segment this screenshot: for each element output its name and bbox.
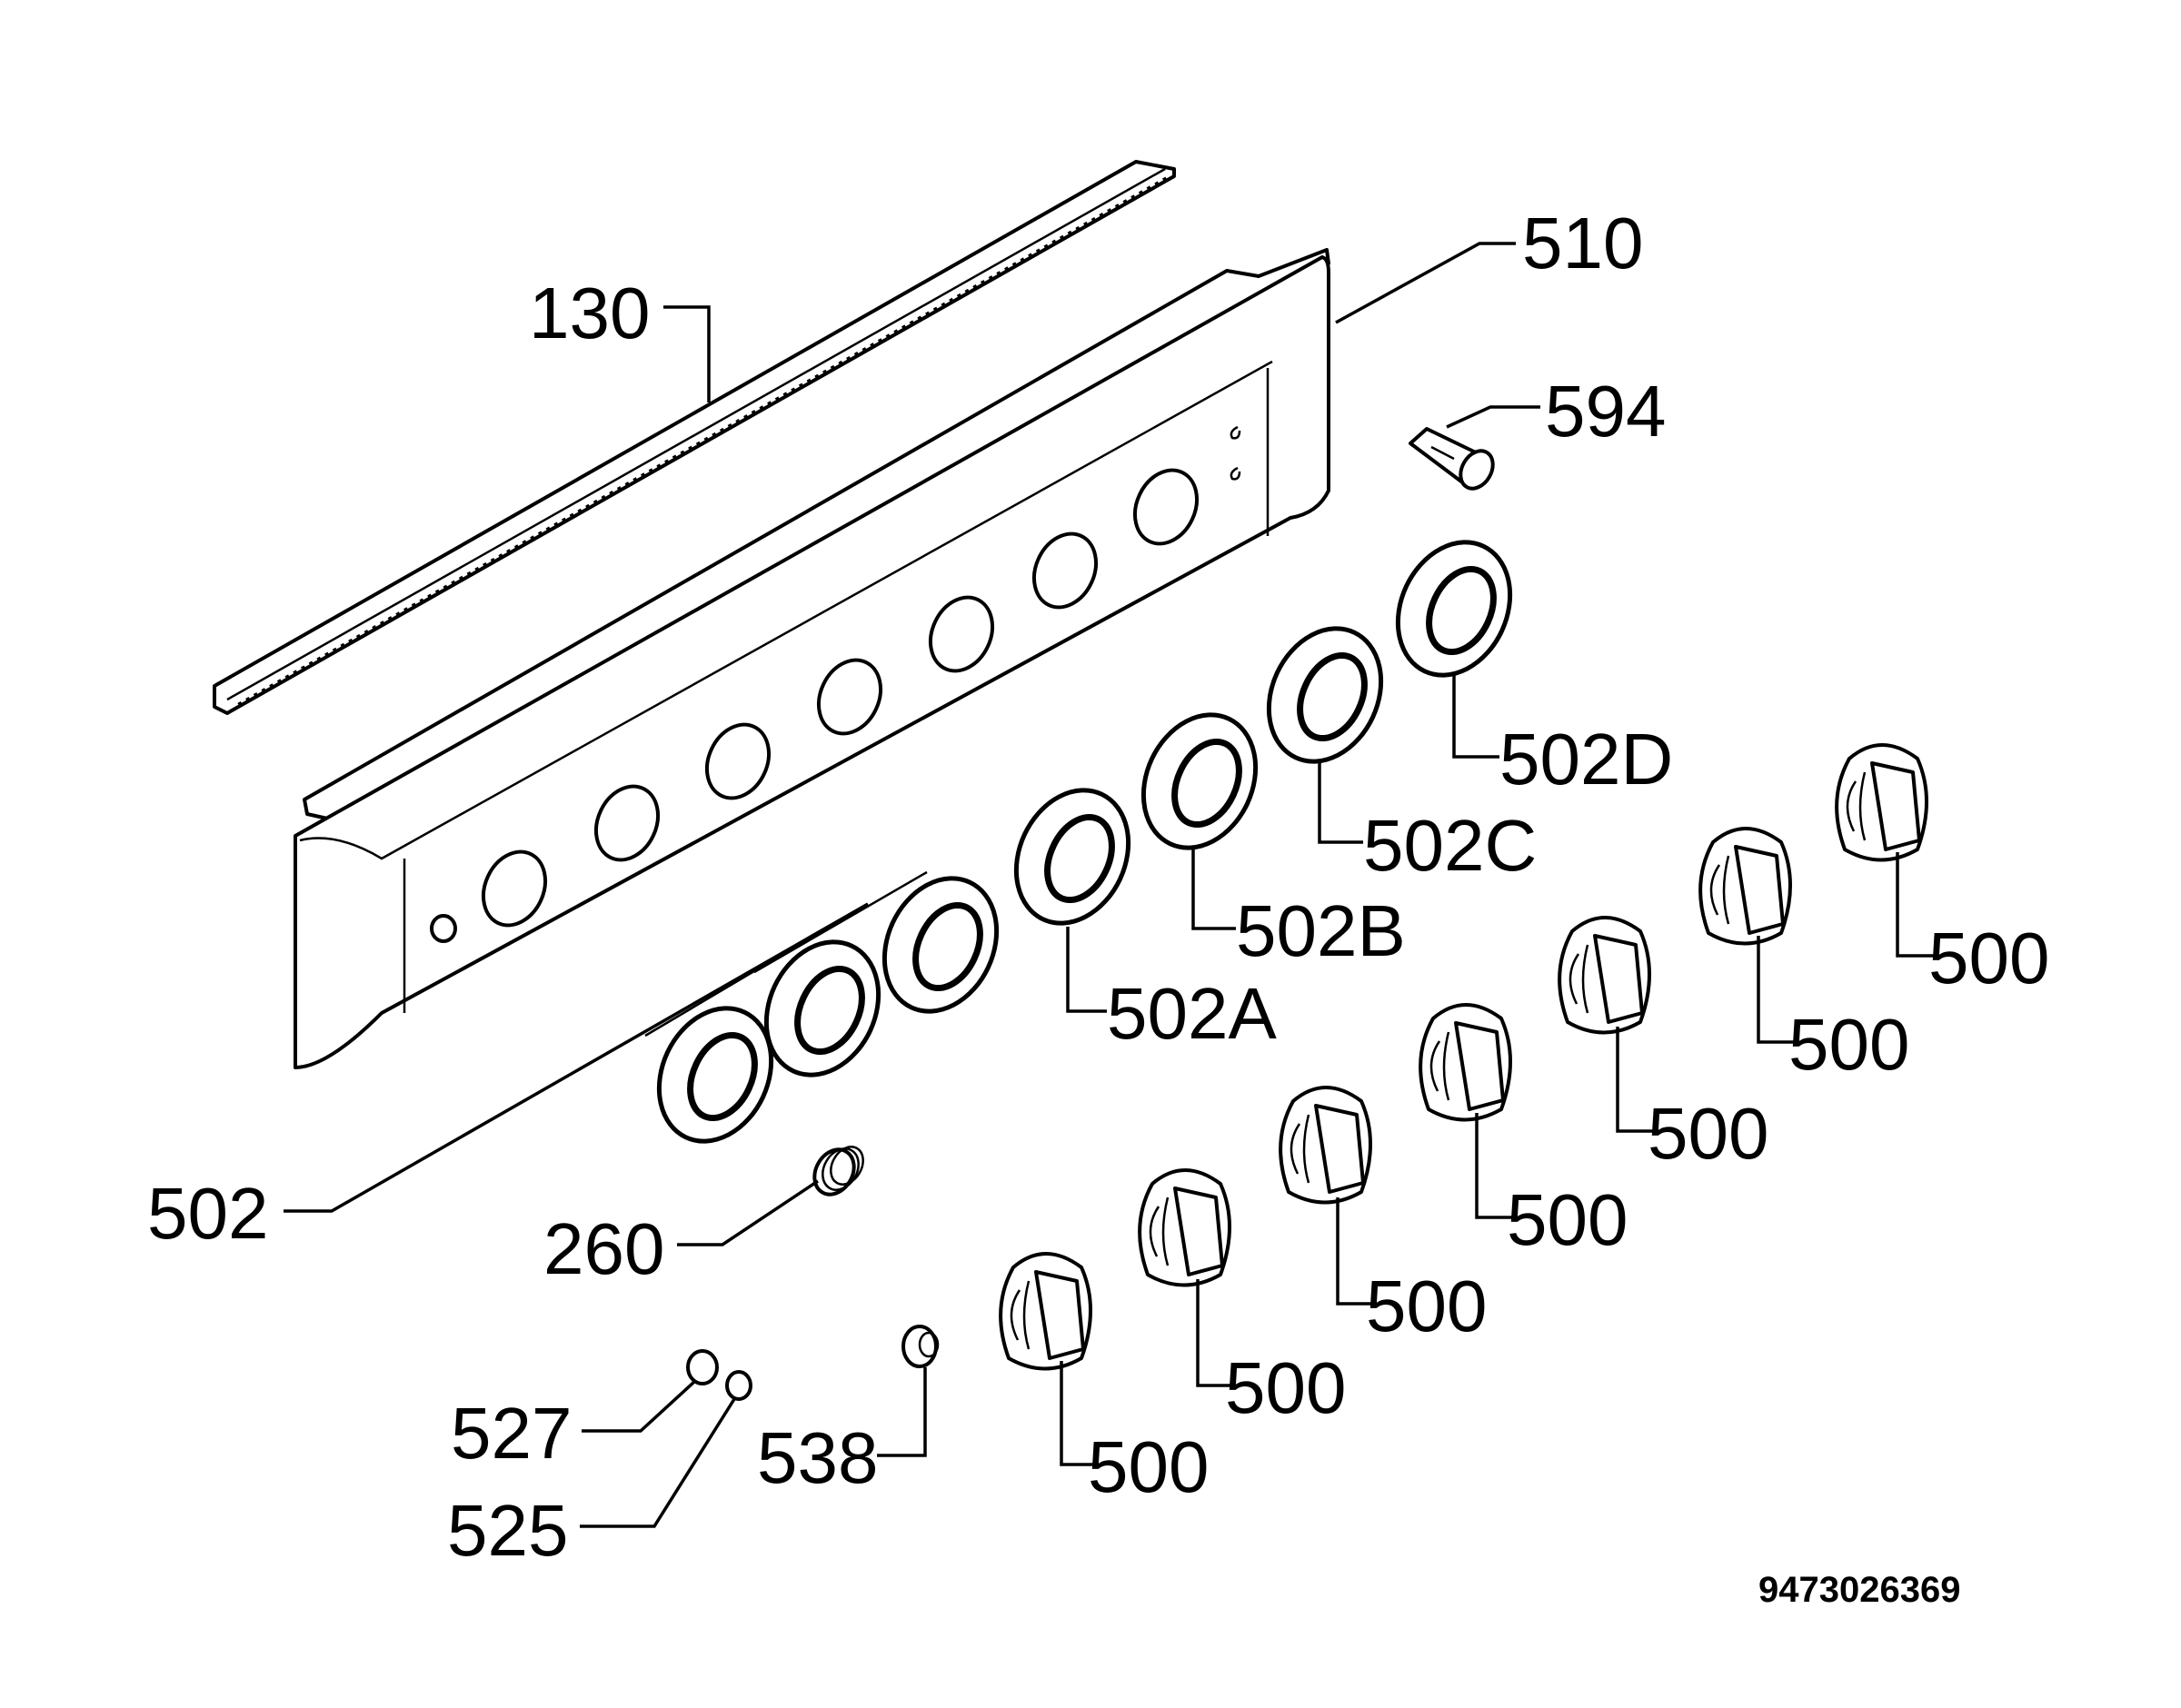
label-502: 502 xyxy=(147,1173,268,1254)
part-525-cap xyxy=(725,1370,752,1401)
label-502c: 502C xyxy=(1363,805,1537,886)
label-510: 510 xyxy=(1522,203,1643,283)
part-260-spring xyxy=(812,1146,864,1197)
label-500: 500 xyxy=(1648,1093,1768,1174)
label-538: 538 xyxy=(757,1417,878,1498)
bezel-ring-502a xyxy=(1013,788,1131,926)
label-500: 500 xyxy=(1788,1004,1909,1085)
bezel-ring-502c xyxy=(1266,626,1384,764)
label-260: 260 xyxy=(543,1208,664,1289)
label-525: 525 xyxy=(447,1490,568,1571)
drawing-number: 9473026369 xyxy=(1758,1570,1960,1610)
part-130-seal-strip xyxy=(213,160,1176,715)
label-500: 500 xyxy=(1366,1266,1487,1346)
bezel-ring xyxy=(656,1006,774,1144)
part-538-bushing xyxy=(901,1325,940,1368)
control-knob xyxy=(1558,916,1651,1035)
label-594: 594 xyxy=(1545,371,1666,452)
label-527: 527 xyxy=(451,1393,572,1474)
control-knob xyxy=(1279,1086,1372,1205)
control-knob xyxy=(1698,827,1792,946)
part-500-knob-group xyxy=(999,743,1928,1371)
label-500: 500 xyxy=(1225,1347,1346,1428)
label-502b: 502B xyxy=(1236,890,1406,971)
bezel-ring-502b xyxy=(1140,712,1259,850)
part-510-control-panel xyxy=(294,248,1330,1069)
control-knob xyxy=(1835,743,1928,862)
part-527-cap xyxy=(686,1349,719,1385)
bezel-ring-502d xyxy=(1395,540,1513,678)
control-knob xyxy=(1419,1003,1512,1122)
control-knob xyxy=(999,1252,1092,1371)
label-500: 500 xyxy=(1928,918,2049,998)
part-594-switch xyxy=(1409,427,1495,491)
label-500: 500 xyxy=(1088,1426,1209,1507)
label-500: 500 xyxy=(1507,1179,1628,1260)
bezel-ring xyxy=(763,939,881,1077)
label-502d: 502D xyxy=(1499,719,1673,799)
bezel-ring xyxy=(881,876,1000,1014)
leader-lines xyxy=(284,242,1936,1528)
part-502-bezel-group xyxy=(644,540,1513,1144)
label-130: 130 xyxy=(529,273,650,353)
control-knob xyxy=(1138,1168,1231,1287)
label-502a: 502A xyxy=(1107,973,1277,1054)
part-labels: 130 510 594 502D 502C 502B 502A 502 260 … xyxy=(147,203,2049,1610)
